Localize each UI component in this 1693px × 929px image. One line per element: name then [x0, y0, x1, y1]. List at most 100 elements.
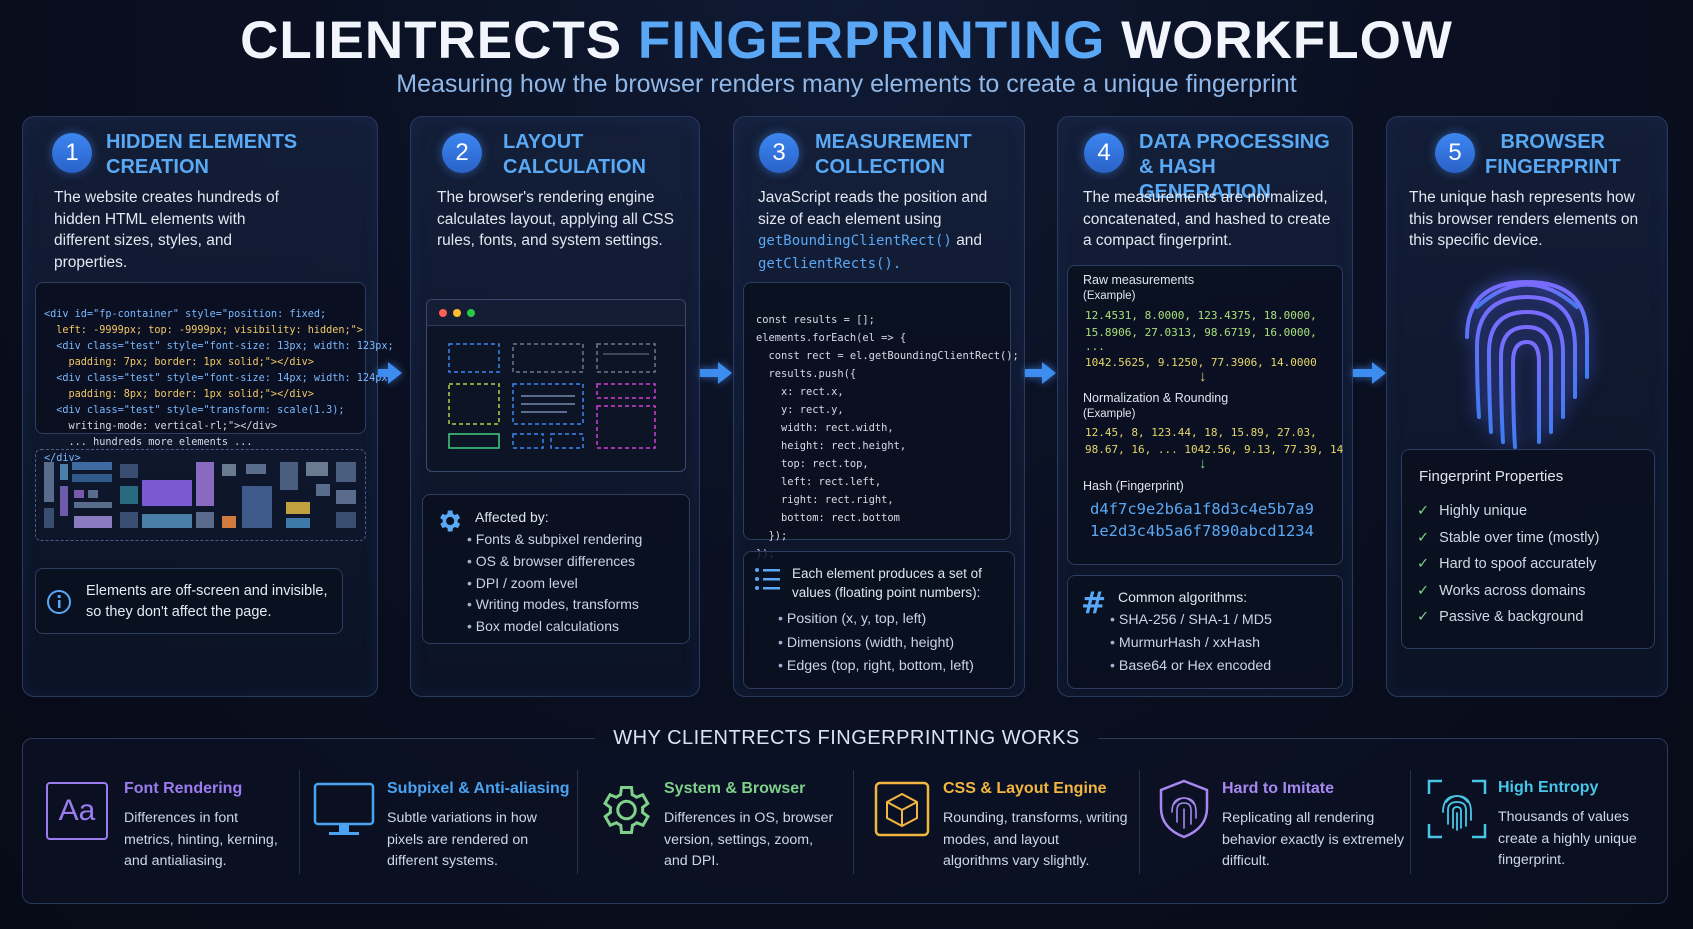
- feature-desc: Differences in font metrics, hinting, ke…: [124, 810, 278, 869]
- down-arrow-icon: ↓: [1199, 455, 1207, 472]
- check-icon: ✓: [1417, 529, 1430, 546]
- code-line: padding: 7px; border: 1px solid;"></div>: [44, 357, 314, 368]
- raw-line: 1042.5625, 9.1250, 77.3906, 14.0000: [1085, 356, 1317, 369]
- why-section: [22, 738, 1668, 904]
- check-icon: ✓: [1417, 503, 1430, 519]
- algorithms-box: # Common algorithms: SHA-256 / SHA-1 / M…: [1067, 575, 1343, 689]
- values-item: Position (x, y, top, left): [778, 608, 974, 632]
- check-icon: ✓: [1417, 556, 1430, 572]
- values-item: Dimensions (width, height): [778, 632, 974, 656]
- feature-title: Subpixel & Anti-aliasing: [387, 780, 570, 797]
- affected-item: Box model calculations: [467, 616, 642, 638]
- affected-item: DPI / zoom level: [467, 573, 642, 595]
- step-desc-1: The website creates hundreds of hidden H…: [54, 189, 279, 271]
- check-icon: ✓: [1417, 582, 1430, 599]
- inline-code-getboundingclientrect: getBoundingClientRect(): [758, 233, 952, 249]
- code-line: writing-mode: vertical-rl;"></div>: [44, 421, 278, 432]
- code-line: <div id="fp-container" style="position: …: [44, 309, 327, 320]
- property-label: Hard to spoof accurately: [1439, 556, 1597, 572]
- step-title-2-line2: CALCULATION: [503, 156, 646, 178]
- affected-by-list: Fonts & subpixel rendering OS & browser …: [467, 529, 643, 638]
- hidden-elements-mosaic: [35, 449, 366, 541]
- step-panel-1: 1 HIDDEN ELEMENTS CREATION The website c…: [22, 116, 394, 697]
- step-panel-4: 4 DATA PROCESSING & HASH GENERATION The …: [1057, 116, 1353, 697]
- values-box: Each element produces a set of values (f…: [743, 551, 1015, 689]
- step-title-5-line2: FINGERPRINT: [1485, 156, 1621, 178]
- property-label: Passive & background: [1439, 609, 1584, 625]
- code-line: <div class="test" style="font-size: 13px…: [44, 341, 394, 352]
- feature-title: High Entropy: [1498, 779, 1599, 796]
- code-line: right: rect.right,: [756, 494, 894, 506]
- code-line: bottom: rect.bottom: [756, 512, 900, 524]
- step-number-1: 1: [52, 133, 92, 173]
- step-title-1: HIDDEN ELEMENTS CREATION: [106, 130, 297, 180]
- gear-icon: [603, 786, 650, 834]
- feature-desc: Rounding, transforms, writing modes, and…: [943, 810, 1128, 869]
- raw-measurements-label: Raw measurements: [1083, 273, 1195, 287]
- feature-font-rendering: Aa Font Rendering Differences in font me…: [44, 770, 294, 880]
- font-icon: Aa: [46, 782, 108, 840]
- feature-title: Font Rendering: [124, 780, 243, 797]
- layout-window-graphic: [426, 299, 686, 472]
- flow-arrow-shaft-4: [1353, 369, 1372, 377]
- fingerprint-properties-title: Fingerprint Properties: [1419, 468, 1564, 485]
- property-label: Works across domains: [1439, 582, 1586, 599]
- raw-example-label: (Example): [1083, 290, 1136, 302]
- algorithms-title: Common algorithms:: [1118, 589, 1248, 605]
- algorithm-item: MurmurHash / xxHash: [1110, 632, 1272, 655]
- hash-label: Hash (Fingerprint): [1083, 479, 1184, 493]
- code-line: const rect = el.getBoundingClientRect();: [756, 350, 1019, 362]
- title-main: CLIENTRECTS: [240, 11, 623, 70]
- normalization-example-label: (Example): [1083, 408, 1136, 420]
- property-label: Highly unique: [1439, 503, 1528, 519]
- step-desc-3: JavaScript reads the position and size o…: [758, 187, 1008, 275]
- values-item: Edges (top, right, bottom, left): [778, 655, 974, 679]
- property-item: ✓ Stable over time (mostly): [1417, 525, 1600, 552]
- feature-css-layout: CSS & Layout Engine Rounding, transforms…: [871, 770, 1141, 880]
- feature-hard-to-imitate: Hard to Imitate Replicating all renderin…: [1154, 770, 1414, 880]
- step-title-3-line2: COLLECTION: [815, 156, 945, 178]
- feature-divider: [299, 770, 300, 874]
- js-code-box: const results = [];elements.forEach(el =…: [743, 282, 1019, 560]
- code-line: y: rect.y,: [756, 404, 844, 416]
- gear-icon: [440, 510, 461, 532]
- check-icon: ✓: [1417, 609, 1430, 625]
- feature-desc: Thousands of values create a highly uniq…: [1498, 809, 1637, 868]
- feature-subpixel: Subpixel & Anti-aliasing Subtle variatio…: [313, 770, 583, 880]
- code-line: width: rect.width,: [756, 422, 894, 434]
- monitor-icon: [313, 782, 375, 835]
- code-line: top: rect.top,: [756, 458, 869, 470]
- title-accent: FINGERPRINTING: [637, 11, 1106, 70]
- raw-line: ...: [1085, 340, 1105, 353]
- step-title-4-line1: DATA PROCESSING: [1139, 131, 1330, 153]
- element-blocks-graphic: [44, 462, 356, 528]
- inline-code-getclientrects: getClientRects().: [758, 255, 902, 272]
- code-line: x: rect.x,: [756, 386, 844, 398]
- step-number-2: 2: [442, 133, 482, 173]
- property-item: ✓ Passive & background: [1417, 604, 1600, 631]
- flow-arrow-4: [1372, 362, 1386, 384]
- shield-fingerprint-icon: [1159, 779, 1209, 839]
- property-item: ✓ Works across domains: [1417, 578, 1600, 605]
- code-line: });: [756, 530, 788, 542]
- step-title-3: MEASUREMENT COLLECTION: [815, 130, 972, 180]
- feature-desc: Subtle variations in how pixels are rend…: [387, 810, 537, 869]
- norm-line: 98.67, 16, ... 1042.56, 9.13, 77.39, 14: [1085, 443, 1344, 456]
- property-label: Stable over time (mostly): [1439, 529, 1600, 546]
- fingerprint-properties-box: Fingerprint Properties ✓ Highly unique ✓ S…: [1401, 449, 1655, 649]
- step-number-4: 4: [1084, 133, 1124, 173]
- step-title-4: DATA PROCESSING & HASH GENERATION: [1139, 130, 1352, 205]
- affected-by-box: Affected by: Fonts & subpixel rendering …: [422, 494, 690, 644]
- page-subtitle: Measuring how the browser renders many e…: [396, 70, 1297, 98]
- feature-title: System & Browser: [664, 780, 806, 797]
- step-desc-5: The unique hash represents how this brow…: [1409, 189, 1639, 249]
- fingerprint-icon: [1459, 279, 1595, 451]
- step-panel-5: 5 BROWSER FINGERPRINT The unique hash re…: [1386, 116, 1668, 697]
- code-line: <div class="test" style="font-size: 14px…: [44, 373, 394, 384]
- window-close-dot: [439, 309, 447, 317]
- hash-line: 1e2d3c4b5a6f7890abcd1234: [1090, 522, 1314, 540]
- code-line: left: rect.left,: [756, 476, 882, 488]
- step-panel-3: 3 MEASUREMENT COLLECTION JavaScript read…: [733, 116, 1025, 697]
- feature-divider: [1410, 770, 1411, 874]
- step-title-2-line1: LAYOUT: [503, 131, 584, 153]
